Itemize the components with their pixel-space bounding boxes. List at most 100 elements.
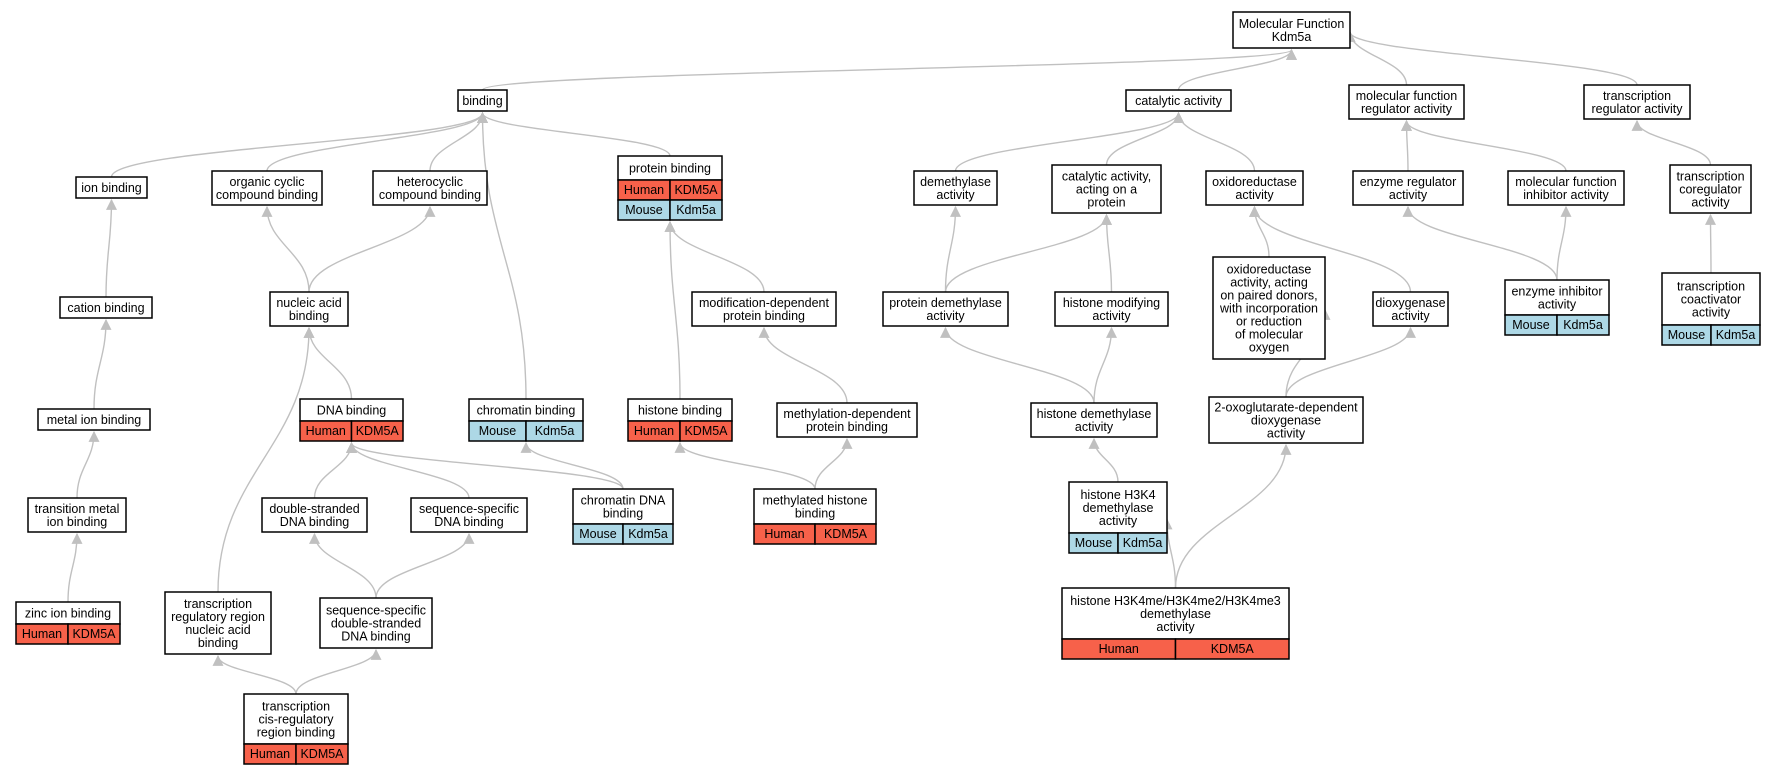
edge-transcription_coregulator_activity-to-transcription_regulator_activity — [1631, 119, 1712, 166]
node-label-box — [753, 488, 877, 525]
node-label-line: inhibitor activity — [1523, 188, 1609, 202]
node-label-box — [261, 497, 368, 533]
node-label-box — [457, 89, 508, 112]
node-label-line: activity — [1099, 514, 1138, 528]
node-label-line: activity — [1692, 306, 1731, 320]
node-2og-dioxygenase-activity[interactable]: 2-oxoglutarate-dependentdioxygenaseactiv… — [1208, 396, 1364, 444]
node-label-line: demethylase — [1140, 607, 1211, 621]
edge-chromatin_dna_binding-to-dna_binding — [346, 441, 624, 490]
node-label-line: modification-dependent — [699, 296, 829, 310]
node-label-box — [1352, 170, 1464, 206]
node-label-line: histone H3K4 — [1080, 488, 1155, 502]
node-label-line: acting on a — [1076, 183, 1137, 197]
edge-modification_dependent_protein_binding-to-protein_binding — [664, 220, 765, 293]
edge-histone_demethylase_activity-to-histone_modifying_activity — [1093, 326, 1117, 404]
node-label-line: region binding — [257, 726, 336, 740]
edge-dioxygenase_activity-to-oxidoreductase_activity — [1249, 205, 1412, 293]
species-label: Human — [634, 424, 674, 438]
node-label-box — [691, 291, 837, 327]
gene-symbol: Kdm5a — [535, 424, 575, 438]
node-label-line: oxygen — [1249, 341, 1289, 355]
edge-2og_dioxygenase_activity-to-dioxygenase_activity — [1285, 326, 1416, 398]
gene-symbol: Kdm5a — [1563, 318, 1603, 332]
node-label-line: protein — [1087, 196, 1125, 210]
node-label-line: transcription — [1676, 170, 1744, 184]
node-label-line: activity — [1389, 188, 1428, 202]
node-label-line: metal ion binding — [47, 413, 142, 427]
species-label: Mouse — [479, 424, 517, 438]
species-label: Human — [1099, 642, 1139, 656]
edge-mf_regulator_activity-to-molecular_function — [1344, 30, 1408, 86]
node-label-box — [1208, 396, 1364, 444]
edge-dna_binding-to-nucleic_acid_binding — [303, 326, 353, 400]
node-label-box — [882, 291, 1009, 327]
species-label: Human — [250, 747, 290, 761]
edge-transition_metal_ion_binding-to-metal_ion_binding — [76, 430, 100, 499]
node-label-line: compound binding — [216, 188, 318, 202]
node-label-box — [1051, 164, 1162, 214]
species-label: Human — [22, 627, 62, 641]
node-label-line: oxidoreductase — [1212, 175, 1297, 189]
node-label-box — [913, 170, 998, 206]
edge-chromatin_binding-to-binding — [477, 111, 527, 400]
node-histone-h3k4me-demethylase-activity[interactable]: histone H3K4me/H3K4me2/H3K4me3demethylas… — [1061, 587, 1290, 660]
node-label-line: activity — [1156, 620, 1195, 634]
node-label-line: dioxygenase — [1375, 296, 1445, 310]
node-binding[interactable]: binding — [457, 89, 508, 112]
gene-cell — [679, 420, 733, 442]
species-label: Human — [306, 424, 346, 438]
gene-cell — [350, 420, 404, 442]
node-cation-binding[interactable]: cation binding — [59, 296, 153, 319]
node-label-box — [319, 597, 433, 649]
node-label-line: transcription — [184, 597, 252, 611]
node-label-line: activity — [1235, 188, 1274, 202]
node-ion-binding[interactable]: ion binding — [75, 176, 148, 199]
node-label-line: ion binding — [47, 515, 108, 529]
gene-cell — [669, 199, 723, 221]
node-label-line: demethylase — [1083, 501, 1154, 515]
edge-tr_region_nucleic_acid_binding-to-nucleic_acid_binding — [217, 326, 315, 593]
node-label-line: activity — [1691, 196, 1730, 210]
edge-metal_ion_binding-to-cation_binding — [93, 318, 112, 410]
node-label-box — [211, 170, 323, 206]
node-catalytic-activity[interactable]: catalytic activity — [1125, 89, 1232, 112]
node-metal-ion-binding[interactable]: metal ion binding — [37, 408, 151, 431]
node-label-box — [410, 497, 528, 533]
node-label-box — [269, 291, 349, 327]
